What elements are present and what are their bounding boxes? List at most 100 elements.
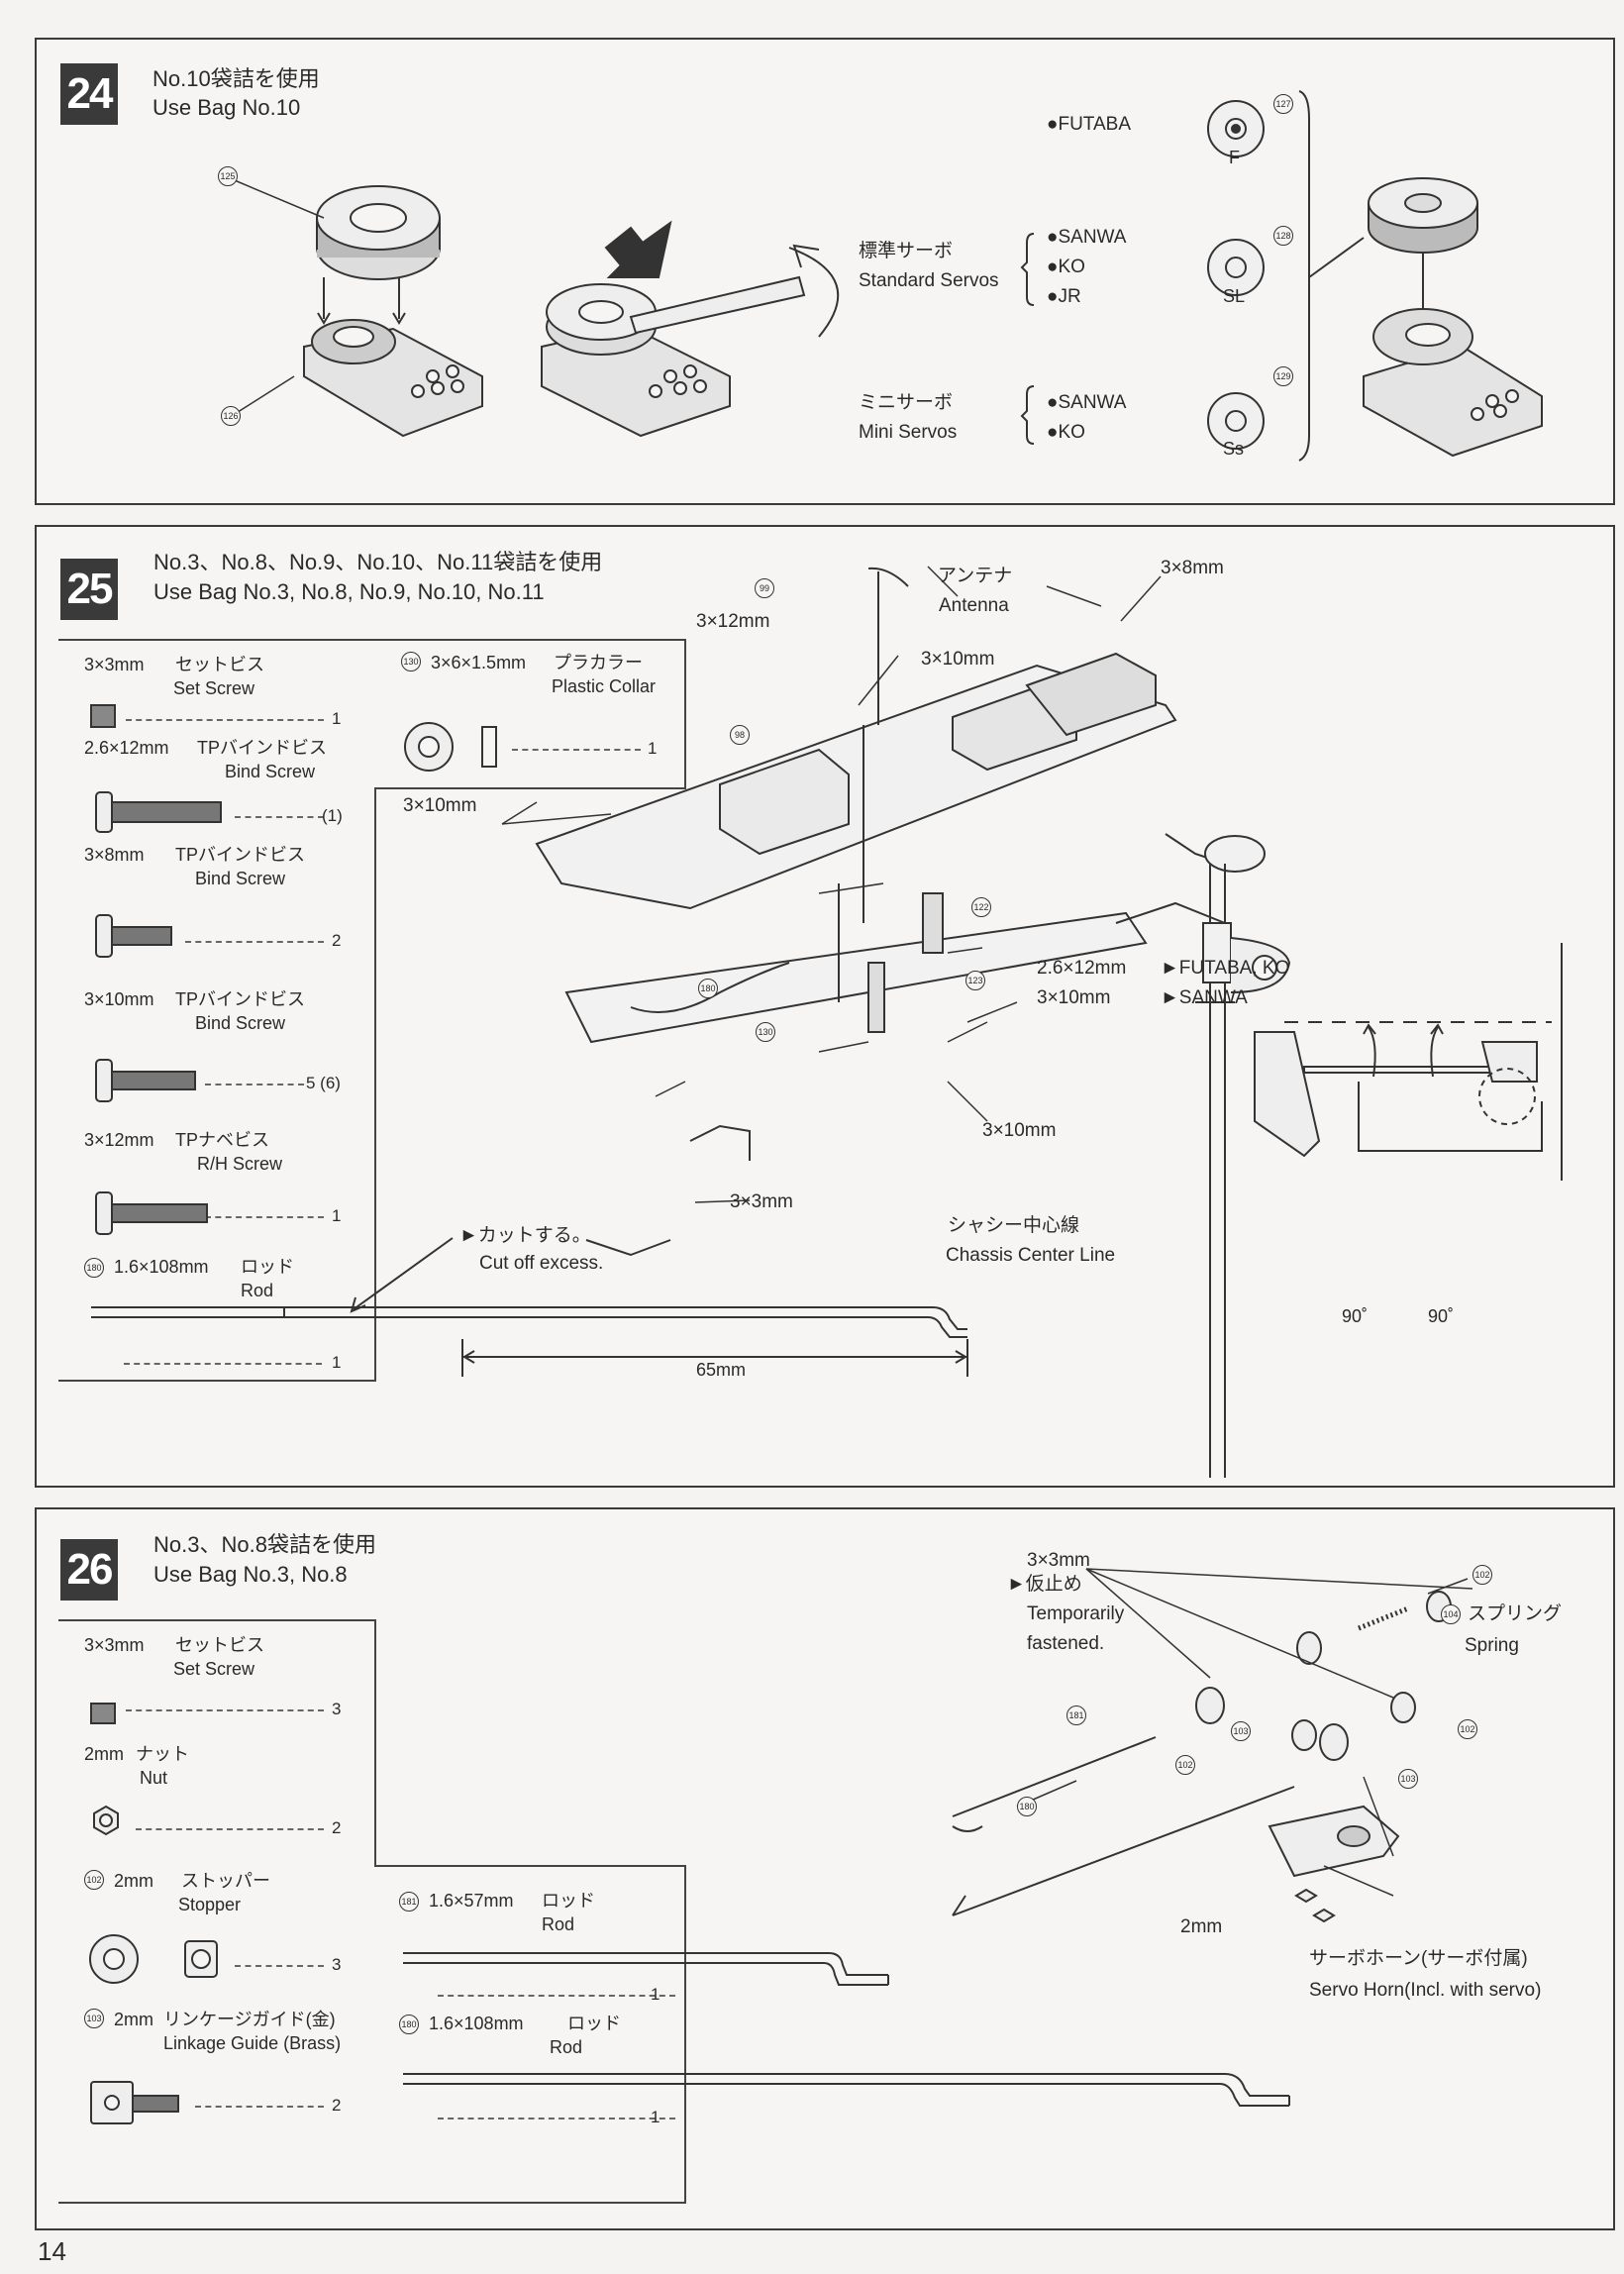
- part-size: 2mm: [114, 1871, 153, 1891]
- part-98-marker: 98: [730, 725, 750, 745]
- part-103-marker: 103: [1398, 1769, 1418, 1789]
- spring-jp-label: スプリング: [1468, 1603, 1563, 1624]
- screw-3x10-sanwa-label: 3×10mm: [1037, 987, 1111, 1008]
- part-99-marker: 99: [755, 578, 774, 598]
- angle-label: 90˚: [1428, 1306, 1455, 1326]
- qty-leader: [136, 1828, 324, 1830]
- part-name-jp: リンケージガイド(金): [163, 2010, 336, 2029]
- part-104-marker: 104: [1441, 1604, 1461, 1624]
- rod-length-dimension: 65mm: [690, 1359, 753, 1382]
- part-size: 3×3mm: [84, 1635, 145, 1655]
- part-qty: 3: [332, 1700, 342, 1718]
- part-name-jp: ロッド: [241, 1257, 294, 1277]
- screw-3x8-label: 3×8mm: [1161, 558, 1224, 578]
- temp-en-label-2: fastened.: [1027, 1633, 1105, 1654]
- bag-label-jp: No.10袋詰を使用: [152, 66, 320, 91]
- part-size: 3×12mm: [84, 1130, 154, 1150]
- part-qty: (1): [322, 806, 343, 825]
- bag-label-en: Use Bag No.10: [152, 95, 301, 120]
- standard-servo-en: Standard Servos: [859, 270, 999, 291]
- part-name-en: Rod: [241, 1281, 274, 1300]
- spring-en-label: Spring: [1465, 1635, 1519, 1656]
- qty-leader: [124, 1363, 322, 1365]
- screw-3x10-label: 3×10mm: [403, 795, 477, 816]
- qty-leader: [235, 1965, 324, 1967]
- qty-leader: [438, 1995, 675, 1997]
- part-qty: 5 (6): [306, 1074, 341, 1092]
- cut-note-jp: ►カットする。: [459, 1225, 591, 1246]
- mini-servo-jp: ミニサーボ: [859, 392, 954, 413]
- screw-3x12-label: 3×12mm: [696, 611, 770, 632]
- part-181-marker: 181: [1066, 1706, 1086, 1725]
- part-size: 2mm: [84, 1744, 124, 1764]
- part-102-marker: 102: [1175, 1755, 1195, 1775]
- rod-name-en: Rod: [542, 1914, 575, 1934]
- cut-note-en: Cut off excess.: [479, 1253, 604, 1274]
- rod-name-en: Rod: [550, 2037, 583, 2057]
- part-qty: 3: [332, 1955, 342, 1974]
- qty-leader: [205, 1084, 304, 1085]
- part-qty: 2: [332, 1818, 342, 1837]
- std-brand-ko: ●KO: [1047, 257, 1085, 277]
- qty-leader: [195, 2106, 324, 2108]
- part-name-en: Set Screw: [173, 678, 255, 698]
- part-name-en: Nut: [140, 1768, 168, 1788]
- rod-size: 1.6×57mm: [429, 1891, 514, 1911]
- collar-name-en: Plastic Collar: [552, 676, 657, 696]
- bag-label-en: Use Bag No.3, No.8: [153, 1562, 348, 1587]
- rod-size: 1.6×108mm: [429, 2014, 524, 2033]
- center-line-en: Chassis Center Line: [946, 1245, 1116, 1266]
- part-name-jp: TPバインドビス: [175, 989, 306, 1009]
- part-size: 3×10mm: [84, 989, 154, 1009]
- part-103-marker: 103: [84, 2009, 104, 2028]
- part-name-jp: TPナベビス: [175, 1130, 270, 1150]
- screw-3x10-label: 3×10mm: [982, 1120, 1057, 1141]
- bag-label-jp: No.3、No.8袋詰を使用: [153, 1532, 376, 1557]
- servo-horn-jp: サーボホーン(サーボ付属): [1309, 1948, 1528, 1969]
- rod-name-jp: ロッド: [567, 2014, 621, 2033]
- angle-label: 90˚: [1342, 1306, 1369, 1326]
- part-name-jp: ナット: [136, 1744, 189, 1764]
- horn-f-label: F: [1229, 148, 1240, 167]
- part-size: 3×3mm: [84, 655, 145, 674]
- part-qty: 1: [332, 1353, 342, 1372]
- standard-servo-jp: 標準サーボ: [859, 241, 954, 261]
- step-25-illustration: [90, 566, 1563, 1478]
- temp-size-label: 3×3mm: [1027, 1550, 1090, 1571]
- step-26-panel: 26 No.3、No.8袋詰を使用 Use Bag No.3, No.8 3×3…: [35, 1507, 1615, 2230]
- part-126-marker: 126: [221, 406, 241, 426]
- part-130-marker: 130: [401, 652, 421, 672]
- screw-3x10-label: 3×10mm: [921, 649, 995, 670]
- part-102-marker: 102: [1458, 1719, 1477, 1739]
- antenna-en: Antenna: [939, 595, 1009, 616]
- parts-list-frame: [58, 639, 686, 1382]
- screw-26x12-label: 2.6×12mm: [1037, 958, 1127, 979]
- sanwa-label: ►SANWA: [1161, 987, 1248, 1008]
- part-name-jp: TPバインドビス: [175, 845, 306, 865]
- nut-2mm-label: 2mm: [1180, 1916, 1223, 1937]
- horn-sl-label: SL: [1223, 286, 1246, 306]
- mini-brand-ko: ●KO: [1047, 422, 1085, 443]
- part-name-en: Linkage Guide (Brass): [163, 2033, 342, 2053]
- part-180-marker: 180: [399, 2015, 419, 2034]
- qty-leader: [235, 816, 324, 818]
- center-line-jp: シャシー中心線: [948, 1215, 1080, 1236]
- collar-qty: 1: [648, 739, 658, 758]
- qty-leader: [438, 2118, 675, 2119]
- part-181-marker: 181: [399, 1892, 419, 1912]
- qty-leader: [126, 1709, 324, 1711]
- bag-label-jp: No.3、No.8、No.9、No.10、No.11袋詰を使用: [153, 550, 603, 574]
- qty-leader: [185, 941, 324, 943]
- qty-leader: [205, 1216, 324, 1218]
- part-128-marker: 128: [1273, 226, 1293, 246]
- screw-3x3-label: 3×3mm: [730, 1191, 793, 1212]
- part-125-marker: 125: [218, 166, 238, 186]
- part-name-en: Set Screw: [173, 1659, 255, 1679]
- step-number: 25: [60, 559, 118, 620]
- servo-horn-en: Servo Horn(Incl. with servo): [1309, 1980, 1542, 2001]
- part-size: 1.6×108mm: [114, 1257, 209, 1277]
- std-brand-sanwa: ●SANWA: [1047, 227, 1127, 248]
- part-name-jp: ストッパー: [181, 1871, 270, 1891]
- rod-name-jp: ロッド: [542, 1891, 595, 1911]
- part-qty: 2: [332, 2096, 342, 2115]
